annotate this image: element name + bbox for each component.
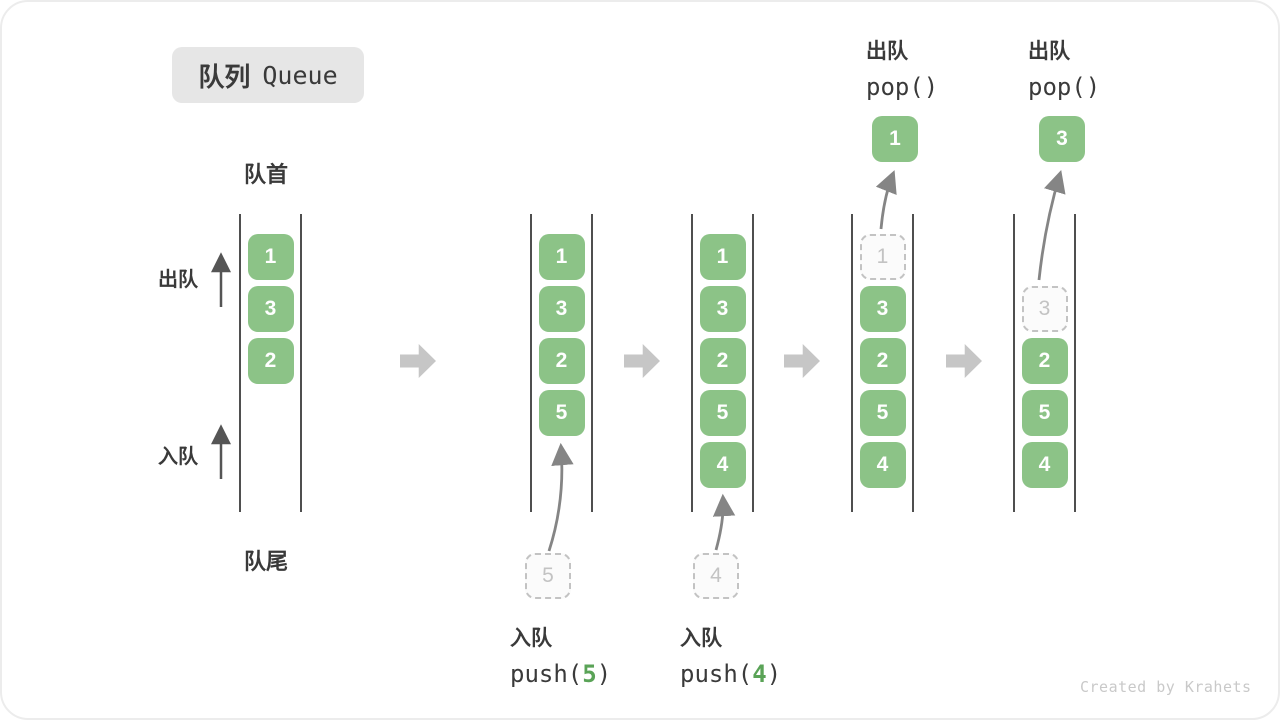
- queue-item: 5: [859, 390, 906, 436]
- queue-state-5: 3 2 5 4: [1013, 214, 1076, 512]
- push4-op-label: 入队 push(4): [680, 622, 781, 688]
- popped-item: 3: [1039, 116, 1085, 162]
- queue-item: 5: [699, 390, 746, 436]
- queue-item: 4: [1021, 442, 1068, 488]
- push5-op-code: push(5): [510, 660, 612, 688]
- queue-item: 2: [859, 338, 906, 384]
- push4-op-code: push(4): [680, 660, 782, 688]
- push5-op-zh: 入队: [510, 627, 552, 650]
- next-state-arrow-icon: [946, 344, 982, 378]
- ghost-item: 1: [859, 234, 906, 280]
- popped-item: 1: [872, 116, 918, 162]
- push5-op-label: 入队 push(5): [510, 622, 611, 688]
- queue-state-1: 1 3 2: [239, 214, 302, 512]
- queue-item: 2: [247, 338, 294, 384]
- watermark: Created by Krahets: [1080, 678, 1252, 696]
- queue-item: 1: [538, 234, 585, 280]
- queue-item: 1: [699, 234, 746, 280]
- next-state-arrow-icon: [624, 344, 660, 378]
- title-zh: 队列: [198, 61, 251, 92]
- pop1-op-code: pop(): [866, 73, 939, 101]
- pop2-op-label: 出队 pop(): [1028, 35, 1100, 101]
- queue-item: 1: [247, 234, 294, 280]
- title-en: Queue: [262, 60, 338, 90]
- push4-op-zh: 入队: [680, 627, 722, 650]
- queue-item: 5: [1021, 390, 1068, 436]
- queue-item: 4: [859, 442, 906, 488]
- queue-item: 2: [699, 338, 746, 384]
- next-state-arrow-icon: [400, 344, 436, 378]
- pop1-op-label: 出队 pop(): [866, 35, 938, 101]
- ghost-item: 3: [1021, 286, 1068, 332]
- queue-item: 5: [538, 390, 585, 436]
- queue-item: 3: [699, 286, 746, 332]
- queue-item: 2: [1021, 338, 1068, 384]
- pop2-op-code: pop(): [1028, 73, 1101, 101]
- pop1-op-zh: 出队: [866, 40, 908, 63]
- queue-state-3: 1 3 2 5 4: [691, 214, 754, 512]
- queue-item: 2: [538, 338, 585, 384]
- dequeue-label: 出队: [158, 269, 198, 291]
- queue-item: 3: [538, 286, 585, 332]
- queue-state-4: 1 3 2 5 4: [851, 214, 914, 512]
- incoming-item: 4: [693, 553, 739, 599]
- queue-rear-label: 队尾: [244, 549, 289, 574]
- pop2-op-zh: 出队: [1028, 40, 1070, 63]
- queue-item: 4: [699, 442, 746, 488]
- title-badge: 队列 Queue: [172, 47, 364, 103]
- incoming-item: 5: [525, 553, 571, 599]
- queue-item: 3: [247, 286, 294, 332]
- next-state-arrow-icon: [784, 344, 820, 378]
- enqueue-label: 入队: [158, 446, 198, 468]
- queue-item: 3: [859, 286, 906, 332]
- queue-state-2: 1 3 2 5: [530, 214, 593, 512]
- queue-front-label: 队首: [244, 162, 289, 187]
